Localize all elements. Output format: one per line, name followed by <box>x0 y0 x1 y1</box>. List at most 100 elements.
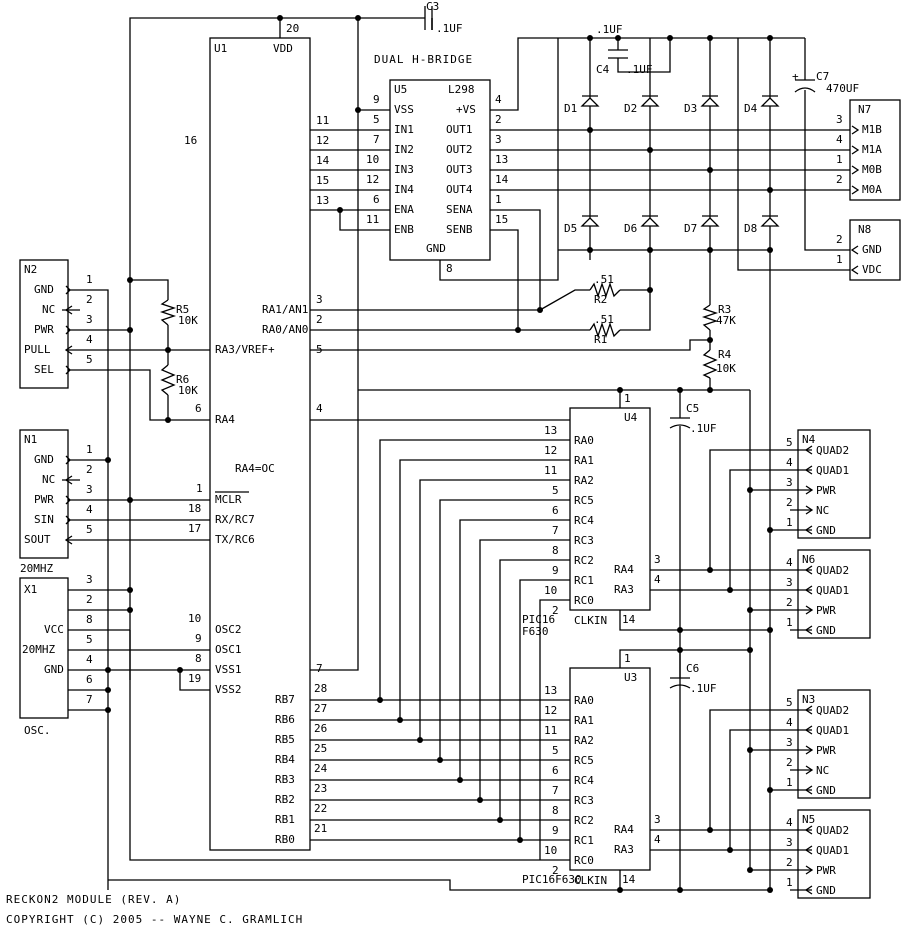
u1-pin-12: 12 <box>316 134 329 147</box>
u3-ra3 <box>650 729 790 851</box>
u5-chip: DUAL H-BRIDGE U5 L298 VSS IN1 IN2 IN3 IN… <box>366 53 509 275</box>
quad-pin-number: 1 <box>786 516 793 529</box>
quad-pin-number: 1 <box>786 616 793 629</box>
u1-pin-11: 11 <box>316 114 329 127</box>
pic-pin-label: RC5 <box>574 494 594 507</box>
junction-dot <box>127 327 133 333</box>
u5-l-enb: ENB <box>394 223 414 236</box>
vss2-link <box>179 670 210 691</box>
n8-ref: N8 <box>858 223 871 236</box>
clk-u4 <box>539 599 570 860</box>
junction-dot <box>767 247 773 253</box>
junction-dot <box>587 127 593 133</box>
pic-pin-number: 7 <box>552 524 559 537</box>
quad-pin-number: 3 <box>786 836 793 849</box>
vref-wire <box>310 330 711 351</box>
u1-pin-2: 2 <box>316 313 323 326</box>
quad-pin-number: 2 <box>786 496 793 509</box>
n8-pin-1: 1 <box>836 253 843 266</box>
x1-oscillator: 20MHZ X1 VCC 20MHZ GND 3 2 8 5 4 6 7 OSC… <box>19 562 93 737</box>
n8-connector: N8 2 GND 1 VDC <box>836 219 901 281</box>
pic-pin-label: RC2 <box>574 814 594 827</box>
x1-pin-3: 3 <box>86 573 93 586</box>
n7-pin-4: 4 <box>836 133 843 146</box>
u1-label-ra1: RA1/AN1 <box>262 303 308 316</box>
n7-ref: N7 <box>858 103 871 116</box>
r1-right <box>620 290 651 331</box>
x1-vcc: VCC <box>44 623 64 636</box>
u1-label-ra4oc: RA4=OC <box>235 462 275 475</box>
diode-label: D3 <box>684 102 697 115</box>
pic-pin-label: RC4 <box>574 774 594 787</box>
diode-label: D7 <box>684 222 697 235</box>
junction-dot <box>747 647 753 653</box>
junction-dot <box>127 607 133 613</box>
c7-gnd <box>804 90 850 251</box>
junction-dot <box>177 667 183 673</box>
r2-ref: R2 <box>594 293 607 306</box>
n8-body <box>849 219 901 281</box>
l298-gnd <box>439 38 559 281</box>
x1-gnd: GND <box>44 663 64 676</box>
c7-value: 470UF <box>826 82 859 95</box>
u1-pin-27: 27 <box>314 702 327 715</box>
u1-label-osc1: OSC1 <box>215 643 242 656</box>
c4-top-value: .1UF <box>596 23 623 36</box>
junction-dot <box>677 627 683 633</box>
quad-connector-body <box>797 549 871 639</box>
u1-pin-16: 16 <box>184 134 197 147</box>
pic-pin-number: 10 <box>544 584 557 597</box>
r3-body <box>701 304 719 331</box>
pic-pin-number: 10 <box>544 844 557 857</box>
junction-dot <box>127 497 133 503</box>
n2-pin-4: 4 <box>86 333 93 346</box>
enb-wire <box>339 210 390 231</box>
r6-ref: R6 <box>176 373 189 386</box>
u1-pin-1: 1 <box>196 482 203 495</box>
rb1-u4 <box>499 559 570 820</box>
quad-pin-number: 3 <box>786 476 793 489</box>
u3-vdd-pin: 1 <box>624 652 631 665</box>
u4-gnd-pin: 14 <box>622 613 636 626</box>
pic-pin-label: RA0 <box>574 694 594 707</box>
junction-dot <box>677 387 683 393</box>
junction-dot <box>727 847 733 853</box>
c4-value: .1UF <box>626 63 653 76</box>
quad-connector-ref: N6 <box>802 553 815 566</box>
wires <box>68 6 850 891</box>
quad-pin-label: PWR <box>816 484 836 497</box>
quad-connector-ref: N5 <box>802 813 815 826</box>
junction-dot <box>707 567 713 573</box>
junction-dot <box>105 687 111 693</box>
u5-r-out3: OUT3 <box>446 163 473 176</box>
rb3-u4 <box>459 519 570 780</box>
junction-dot <box>747 867 753 873</box>
n2-pull: PULL <box>24 343 51 356</box>
vs-rail <box>490 37 805 111</box>
x1-caption: OSC. <box>24 724 51 737</box>
pic-pin-label: RC1 <box>574 574 594 587</box>
x1-pin-8: 8 <box>86 613 93 626</box>
u1-label-tx: TX/RC6 <box>215 533 255 546</box>
diode-label: D8 <box>744 222 757 235</box>
u1-pin-24: 24 <box>314 762 328 775</box>
junction-dot <box>677 647 683 653</box>
quad-connector-ref: N3 <box>802 693 815 706</box>
u1-pin-21: 21 <box>314 822 327 835</box>
u1-pin-18: 18 <box>188 502 201 515</box>
pic-pin-number: 8 <box>552 544 559 557</box>
u1-label-ra4: RA4 <box>215 413 235 426</box>
quad-pin-number: 2 <box>786 856 793 869</box>
quad-pin-number: 2 <box>786 596 793 609</box>
pic-pin-label: RA0 <box>574 434 594 447</box>
junction-dot <box>105 457 111 463</box>
junction-dot <box>647 247 653 253</box>
u1-pin-13: 13 <box>316 194 329 207</box>
u5-p15: 15 <box>495 213 508 226</box>
junction-dot <box>477 797 483 803</box>
u1-pin-19: 19 <box>188 672 201 685</box>
u1-pin-6: 6 <box>195 402 202 415</box>
u4-body <box>569 407 651 611</box>
diode-label: D6 <box>624 222 637 235</box>
junction-dot <box>767 187 773 193</box>
